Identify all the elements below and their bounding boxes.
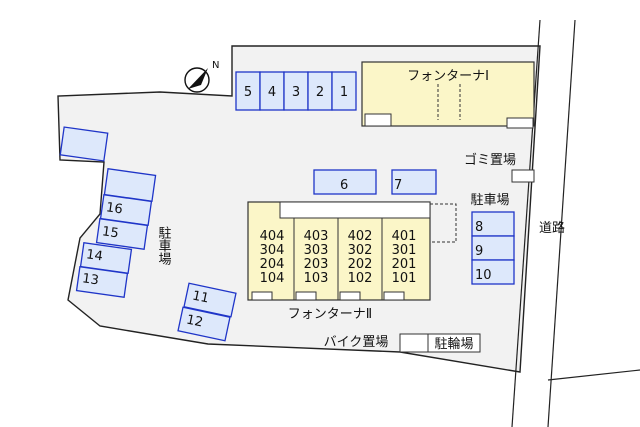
parking-space-box [177, 306, 231, 342]
unit-number: 303 [304, 243, 329, 258]
road-edge-line [547, 19, 576, 427]
parking-space: 1 [331, 71, 357, 111]
parking-space-number: 15 [101, 224, 119, 241]
unit-entrance [339, 291, 361, 301]
unit-entrance [251, 291, 273, 301]
unit-entrance [383, 291, 405, 301]
unit-number: 403 [304, 229, 329, 244]
unit-entrance [295, 291, 317, 301]
parking-space-number: 4 [268, 85, 276, 100]
parking-space-box [391, 169, 437, 195]
unit-number: 301 [392, 243, 417, 258]
parking-space: 3 [283, 71, 309, 111]
parking-space-box [283, 71, 309, 111]
parking-space: 15 [95, 218, 149, 250]
garbage-area-label: ゴミ置場 [464, 152, 516, 168]
parking-space: 10 [471, 259, 515, 285]
parking-space: 6 [313, 169, 377, 195]
building-fontana-1-label: フォンターナⅠ [407, 69, 489, 84]
unit-number: 201 [392, 257, 417, 272]
bicycle-parking-marker [399, 333, 429, 353]
bicycle-parking-box [427, 333, 481, 353]
parking-space-box [331, 71, 357, 111]
parking-space: 2 [307, 71, 333, 111]
parking-space-number: 12 [185, 312, 204, 330]
parking-space: 13 [75, 266, 129, 298]
parking-space: 4 [259, 71, 285, 111]
bike-storage-label: バイク置場 [324, 335, 389, 350]
parking-space: 8 [471, 211, 515, 237]
garbage-area [511, 169, 535, 183]
parking-space-number: 16 [105, 200, 123, 217]
unit-number: 404 [260, 229, 285, 244]
bicycle-parking-label: 駐輪場 [434, 336, 473, 352]
parking-space-box [235, 71, 261, 111]
unit-number: 102 [348, 271, 373, 286]
parking-space-box [95, 218, 149, 250]
parking-space: 11 [183, 282, 237, 318]
unit-number: 103 [304, 271, 329, 286]
unit-number: 204 [260, 257, 285, 272]
unit-number: 401 [392, 229, 417, 244]
unit-number: 104 [260, 271, 285, 286]
parking-space-number: 14 [85, 247, 103, 264]
unit-number: 304 [260, 243, 285, 258]
parking-space: 14 [79, 242, 133, 274]
parking-space-box [471, 211, 515, 237]
parking-space-number: 13 [81, 271, 99, 288]
parking-label-right: 駐車場 [470, 193, 509, 208]
parking-space-number: 9 [475, 244, 483, 259]
parking-space-box [471, 235, 515, 261]
parking-space-box [313, 169, 377, 195]
unit-number: 302 [348, 243, 373, 258]
parking-space: 7 [391, 169, 437, 195]
parking-space-number: 8 [475, 220, 483, 235]
parking-space-number: 7 [394, 178, 402, 193]
parking-space: 5 [235, 71, 261, 111]
road-label: 道路 [539, 220, 565, 236]
parking-space-number: 5 [244, 85, 252, 100]
road-edge-line [547, 369, 640, 381]
north-arrow-icon: N [184, 60, 219, 93]
building-fontana-2-label: フォンターナⅡ [288, 307, 372, 322]
parking-space-number: 11 [191, 288, 210, 306]
parking-space-number: 3 [292, 85, 300, 100]
road-edge-line [511, 19, 541, 427]
unit-number: 203 [304, 257, 329, 272]
parking-space [59, 126, 109, 162]
parking-space-box [183, 282, 237, 318]
parking-space: 12 [177, 306, 231, 342]
parking-space-box [307, 71, 333, 111]
parking-space-box [259, 71, 285, 111]
parking-space-box [471, 259, 515, 285]
parking-space-number: 10 [475, 268, 492, 283]
parking-space: 16 [99, 194, 153, 226]
parking-space-number: 1 [340, 85, 348, 100]
parking-space-box [75, 266, 129, 298]
compass-label: N [212, 60, 219, 71]
unit-number: 101 [392, 271, 417, 286]
unit-number: 402 [348, 229, 373, 244]
parking-space-number: 6 [340, 178, 348, 193]
parking-space-box [59, 126, 109, 162]
parking-label-left: 駐車場 [156, 226, 172, 265]
unit-number: 202 [348, 257, 373, 272]
parking-space-number: 2 [316, 85, 324, 100]
building-fontana-1: フォンターナⅠ [361, 61, 535, 129]
parking-space: 9 [471, 235, 515, 261]
